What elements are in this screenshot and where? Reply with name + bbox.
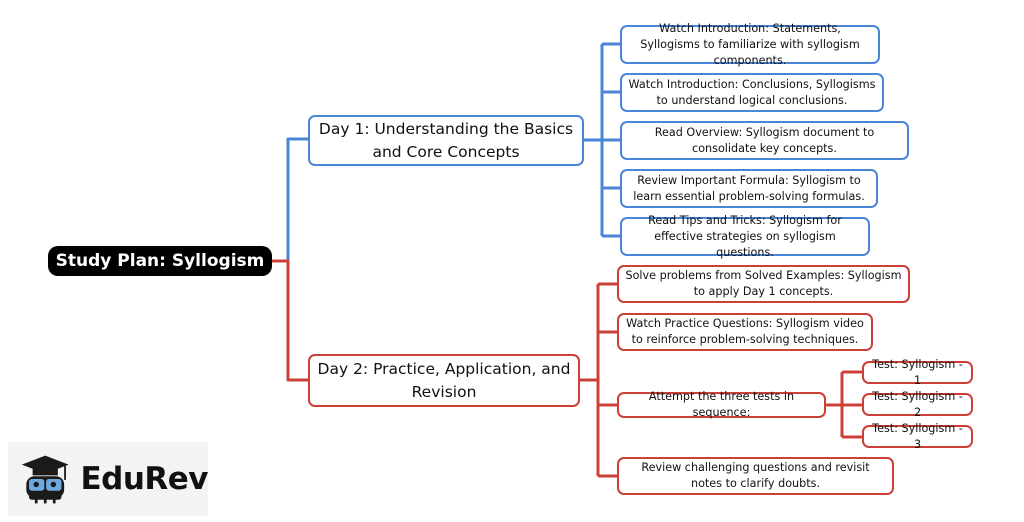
- test-node: Test: Syllogism - 1: [862, 358, 973, 387]
- day2-item: Review challenging questions and revisit…: [617, 457, 894, 495]
- day1-node: Day 1: Understanding the Basics and Core…: [308, 115, 584, 166]
- day1-item: Watch Introduction: Statements, Syllogis…: [620, 22, 880, 67]
- day1-item: Review Important Formula: Syllogism to l…: [620, 169, 878, 208]
- graduate-owl-icon: [21, 455, 69, 504]
- day2-node: Day 2: Practice, Application, and Revisi…: [308, 354, 580, 407]
- day2-label: Day 2: Practice, Application, and Revisi…: [317, 359, 571, 401]
- edurev-logo: EduRev: [8, 442, 208, 516]
- test-node: Test: Syllogism - 2: [862, 390, 973, 419]
- day1-label: Day 1: Understanding the Basics and Core…: [318, 119, 574, 161]
- day1-item: Read Overview: Syllogism document to con…: [620, 121, 909, 160]
- day1-item: Read Tips and Tricks: Syllogism for effe…: [620, 214, 870, 259]
- day1-item: Watch Introduction: Conclusions, Syllogi…: [620, 73, 884, 112]
- logo-text: EduRev: [80, 461, 208, 497]
- day2-item: Watch Practice Questions: Syllogism vide…: [617, 313, 873, 351]
- test-node: Test: Syllogism - 3: [862, 422, 973, 451]
- day2-item: Attempt the three tests in sequence:: [617, 390, 826, 419]
- root-node: Study Plan: Syllogism: [48, 246, 272, 276]
- day2-item: Solve problems from Solved Examples: Syl…: [617, 265, 910, 303]
